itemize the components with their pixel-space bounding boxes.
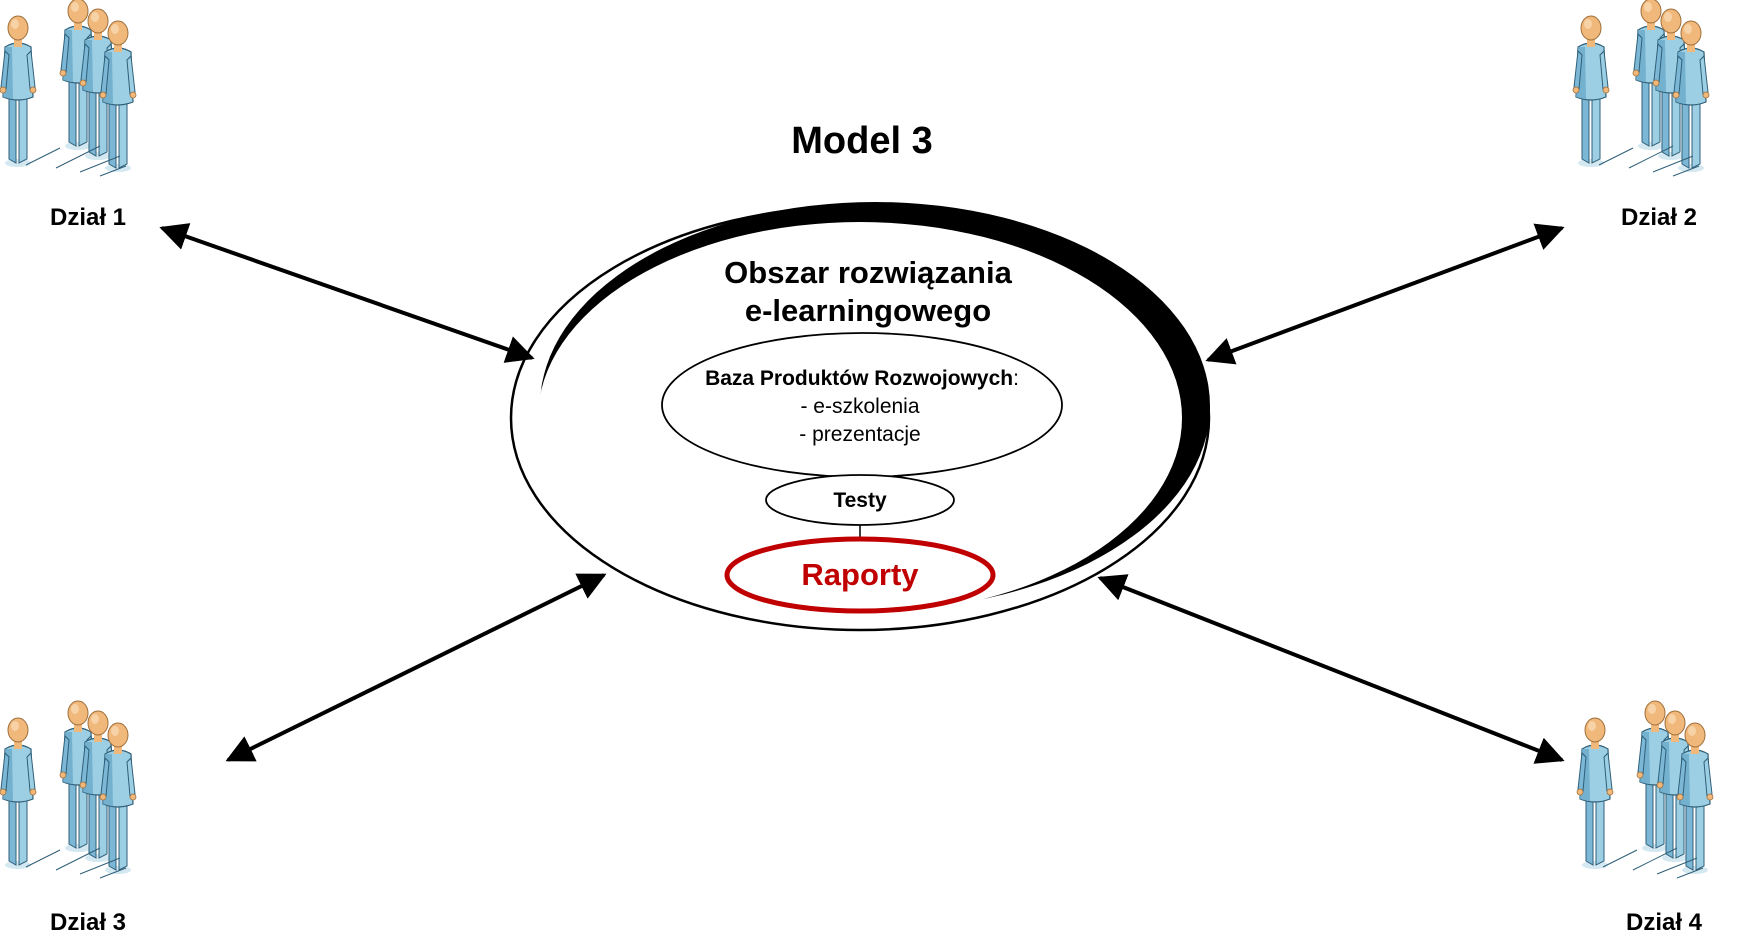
- arrow-department-3: [225, 573, 607, 762]
- people-group-icon: [0, 701, 136, 878]
- product-base-item-2: - prezentacje: [799, 423, 920, 446]
- department-1-label: Dział 1: [50, 204, 126, 231]
- product-base-heading: Baza Produktów Rozwojowych:: [705, 367, 1019, 390]
- arrow-department-4: [1097, 574, 1565, 764]
- diagram-title: Model 3: [791, 120, 932, 162]
- hub-title-line2: e-learningowego: [745, 293, 991, 328]
- department-4-label: Dział 4: [1626, 909, 1703, 936]
- arrow-department-2: [1205, 223, 1565, 365]
- people-group-icon: [0, 0, 136, 176]
- department-3-label: Dział 3: [50, 909, 126, 936]
- hub-title-line1: Obszar rozwiązania: [724, 255, 1012, 290]
- people-group-icon: [1577, 701, 1713, 878]
- reports-ellipse: [724, 536, 996, 614]
- tests-label: Testy: [833, 489, 887, 512]
- product-base-item-1: - e-szkolenia: [800, 395, 919, 418]
- reports-label: Raporty: [801, 557, 919, 592]
- people-group-icon: [1573, 0, 1709, 176]
- arrow-department-1: [159, 223, 535, 363]
- department-2-label: Dział 2: [1621, 204, 1697, 231]
